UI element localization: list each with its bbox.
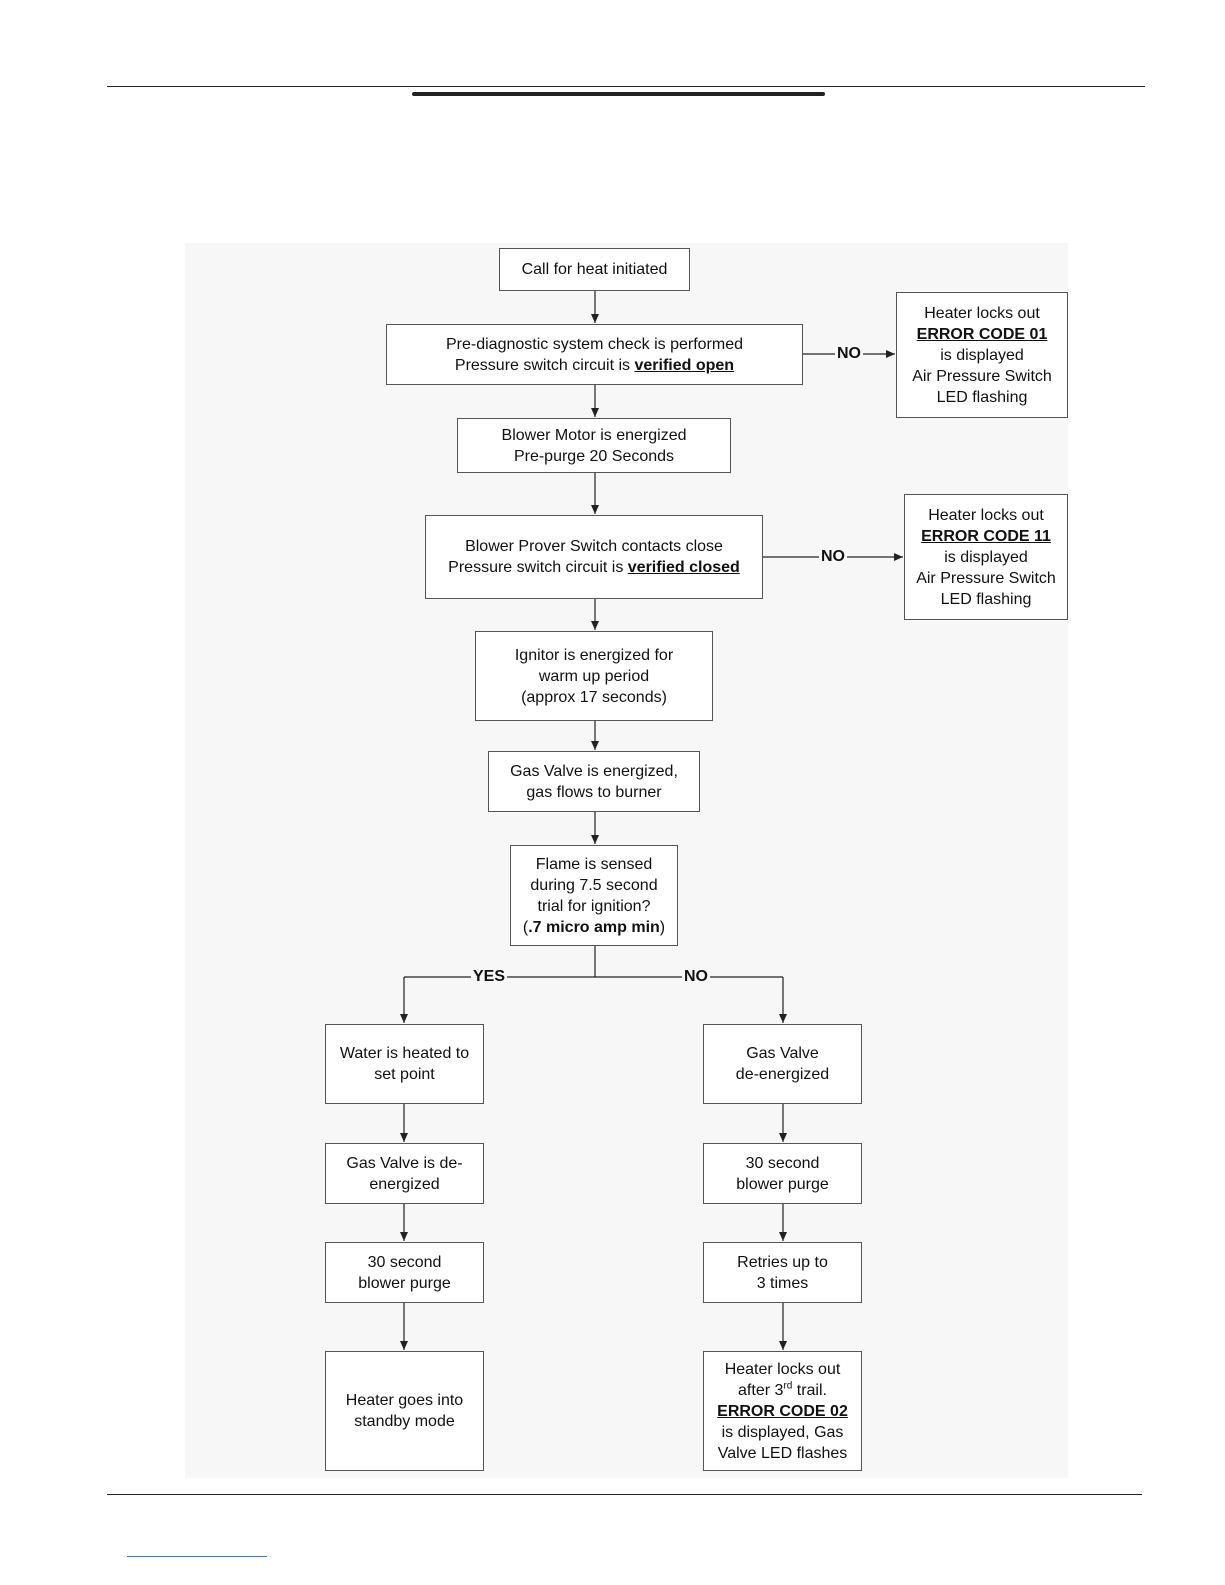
node-text: (.7 micro amp min) <box>522 918 666 936</box>
footer-rule <box>107 1494 1142 1495</box>
node-text: 30 second <box>745 1154 820 1172</box>
node-text: standby mode <box>354 1413 455 1430</box>
node-gas-valve-de-energized-no: Gas Valve de-energized <box>703 1024 862 1104</box>
emphasis-text: .7 micro amp min <box>528 918 660 936</box>
node-text: LED flashing <box>940 590 1032 608</box>
node-text: Water is heated to <box>339 1045 470 1062</box>
node-blower-purge-no: 30 second blower purge <box>703 1143 862 1204</box>
node-error-02: Heater locks out after 3rd trail. ERROR … <box>703 1351 862 1471</box>
error-code-text: ERROR CODE 01 <box>916 325 1048 343</box>
edge-label-no: NO <box>682 968 710 986</box>
node-text: Blower Prover Switch contacts close <box>465 538 723 555</box>
node-text: Ignitor is energized for <box>514 646 674 664</box>
node-text: Heater locks out <box>724 1360 841 1378</box>
node-text: warm up period <box>538 667 650 685</box>
node-text: Heater locks out <box>928 506 1044 524</box>
node-text: Blower Motor is energized <box>501 426 687 444</box>
node-text: Call for heat initiated <box>521 261 668 278</box>
node-gas-valve-de-energized-yes: Gas Valve is de- energized <box>325 1143 484 1204</box>
header-rule <box>107 86 1145 87</box>
emphasis-text: verified closed <box>627 559 740 576</box>
node-pre-diagnostic-check: Pre-diagnostic system check is performed… <box>386 324 803 385</box>
node-text: energized <box>369 1175 440 1193</box>
node-blower-prover: Blower Prover Switch contacts close Pres… <box>425 515 763 599</box>
node-text: is displayed <box>940 346 1024 364</box>
node-text: blower purge <box>736 1175 829 1193</box>
node-text: Pressure switch circuit is verified open <box>454 356 735 374</box>
node-text: Heater locks out <box>924 304 1040 322</box>
node-text: is displayed <box>944 548 1028 566</box>
header-title-bar <box>412 92 825 96</box>
node-text: Pre-purge 20 Seconds <box>513 447 675 465</box>
node-text: Valve LED flashes <box>717 1444 848 1462</box>
node-text: during 7.5 second <box>530 876 658 894</box>
node-water-heated: Water is heated to set point <box>325 1024 484 1104</box>
node-call-for-heat: Call for heat initiated <box>499 248 690 291</box>
node-text: 30 second <box>367 1253 442 1271</box>
node-text: gas flows to burner <box>526 783 662 801</box>
node-text: Heater goes into <box>345 1392 464 1409</box>
node-text: Air Pressure Switch <box>912 367 1052 385</box>
node-error-01: Heater locks out ERROR CODE 01 is displa… <box>896 292 1068 418</box>
node-blower-purge-yes: 30 second blower purge <box>325 1242 484 1303</box>
node-text: is displayed, Gas <box>721 1423 844 1441</box>
emphasis-text: verified open <box>634 356 735 374</box>
node-text: (approx 17 seconds) <box>521 688 667 706</box>
node-text: Flame is sensed <box>535 855 653 873</box>
node-text: set point <box>374 1066 435 1083</box>
node-text: LED flashing <box>936 388 1028 406</box>
error-code-text: ERROR CODE 02 <box>717 1402 848 1420</box>
node-text: de-energized <box>735 1066 830 1083</box>
node-text: Gas Valve is energized, <box>510 762 678 780</box>
node-text: after 3rd trail. <box>738 1380 827 1399</box>
edge-label-no: NO <box>835 345 863 363</box>
node-text: Pressure switch circuit is verified clos… <box>448 559 740 576</box>
node-text: 3 times <box>756 1274 809 1292</box>
node-text: Gas Valve <box>746 1045 819 1062</box>
node-text: Air Pressure Switch <box>916 569 1056 587</box>
node-error-11: Heater locks out ERROR CODE 11 is displa… <box>904 494 1068 620</box>
node-retries: Retries up to 3 times <box>703 1242 862 1303</box>
edge-label-yes: YES <box>471 968 508 986</box>
node-text: Retries up to <box>737 1253 828 1271</box>
edge-label-no: NO <box>819 548 847 566</box>
node-text: trial for ignition? <box>537 897 651 915</box>
footer-link-underline[interactable] <box>127 1556 267 1557</box>
node-gas-valve-energized: Gas Valve is energized, gas flows to bur… <box>488 751 700 812</box>
node-standby: Heater goes into standby mode <box>325 1351 484 1471</box>
error-code-text: ERROR CODE 11 <box>921 527 1051 545</box>
node-text: blower purge <box>358 1274 451 1292</box>
node-flame-check: Flame is sensed during 7.5 second trial … <box>510 845 678 946</box>
node-ignitor: Ignitor is energized for warm up period … <box>475 631 713 721</box>
node-text: Pre-diagnostic system check is performed <box>446 335 743 353</box>
node-text: Gas Valve is de- <box>346 1154 463 1172</box>
node-blower-motor: Blower Motor is energized Pre-purge 20 S… <box>457 418 731 473</box>
